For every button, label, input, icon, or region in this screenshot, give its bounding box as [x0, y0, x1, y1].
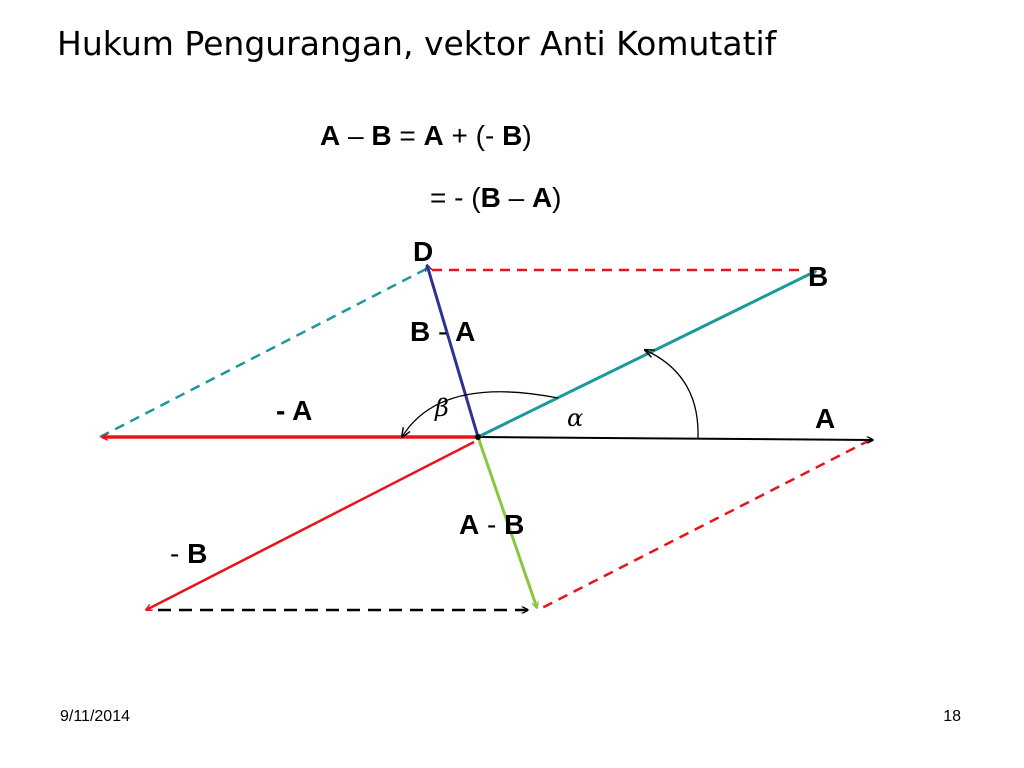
label-beta: β — [434, 394, 449, 422]
label-alpha: α — [567, 404, 583, 432]
label-a-minus-b-b: B — [504, 509, 524, 540]
vector-a-arrow — [477, 436, 873, 440]
eq1-equals: = — [391, 120, 424, 151]
equation-line-1: A – B = A + (- B) — [320, 120, 532, 152]
eq2-prefix: = - ( — [430, 182, 481, 213]
eq1-b: B — [371, 120, 392, 151]
eq1-b2: B — [502, 120, 523, 151]
eq1-a: A — [320, 120, 341, 151]
label-b-minus-a-a: A — [455, 316, 475, 347]
eq2-minus: – — [500, 182, 532, 213]
vector-a-minus-b-arrow — [476, 436, 537, 608]
eq2-b: B — [480, 182, 501, 213]
label-neg-b-b: B — [187, 538, 207, 569]
label-point-d: D — [413, 236, 433, 267]
eq2-a: A — [531, 182, 553, 213]
slide-title: Hukum Pengurangan, vektor Anti Komutatif — [57, 24, 777, 63]
equation-line-2: = - (B – A) — [430, 182, 562, 214]
footer-date: 9/11/2014 — [60, 708, 130, 725]
label-neg-a: - A — [276, 395, 312, 426]
vector-b-arrow — [477, 269, 816, 439]
eq1-close: ) — [522, 120, 532, 151]
footer-page-number: 18 — [943, 708, 961, 725]
angle-alpha-arc — [645, 350, 699, 439]
vector-b-minus-a-arrow — [427, 265, 480, 438]
eq1-plus-open: + (- — [443, 120, 503, 151]
label-a-minus-b-a: A — [459, 509, 479, 540]
eq1-minus: – — [340, 120, 372, 151]
label-vector-b: B — [808, 261, 828, 292]
origin-point — [475, 434, 481, 440]
label-vector-a: A — [815, 403, 835, 434]
label-a-minus-b: A - B — [459, 509, 524, 540]
eq2-close: ) — [552, 182, 562, 213]
dashed-line-neg-a-to-d — [99, 266, 429, 439]
label-a-minus-b-op: - — [479, 509, 504, 540]
vector-neg-b-arrow — [146, 440, 475, 612]
label-b-minus-a: B - A — [410, 316, 475, 347]
label-neg-b: - B — [170, 538, 207, 569]
label-neg-b-sign: - — [170, 538, 187, 569]
label-b-minus-a-op: - — [430, 316, 455, 347]
label-b-minus-a-b: B — [410, 316, 430, 347]
dashed-line-a-to-bottom — [537, 438, 871, 612]
eq1-a2: A — [423, 120, 444, 151]
angle-beta-arc — [402, 391, 559, 437]
